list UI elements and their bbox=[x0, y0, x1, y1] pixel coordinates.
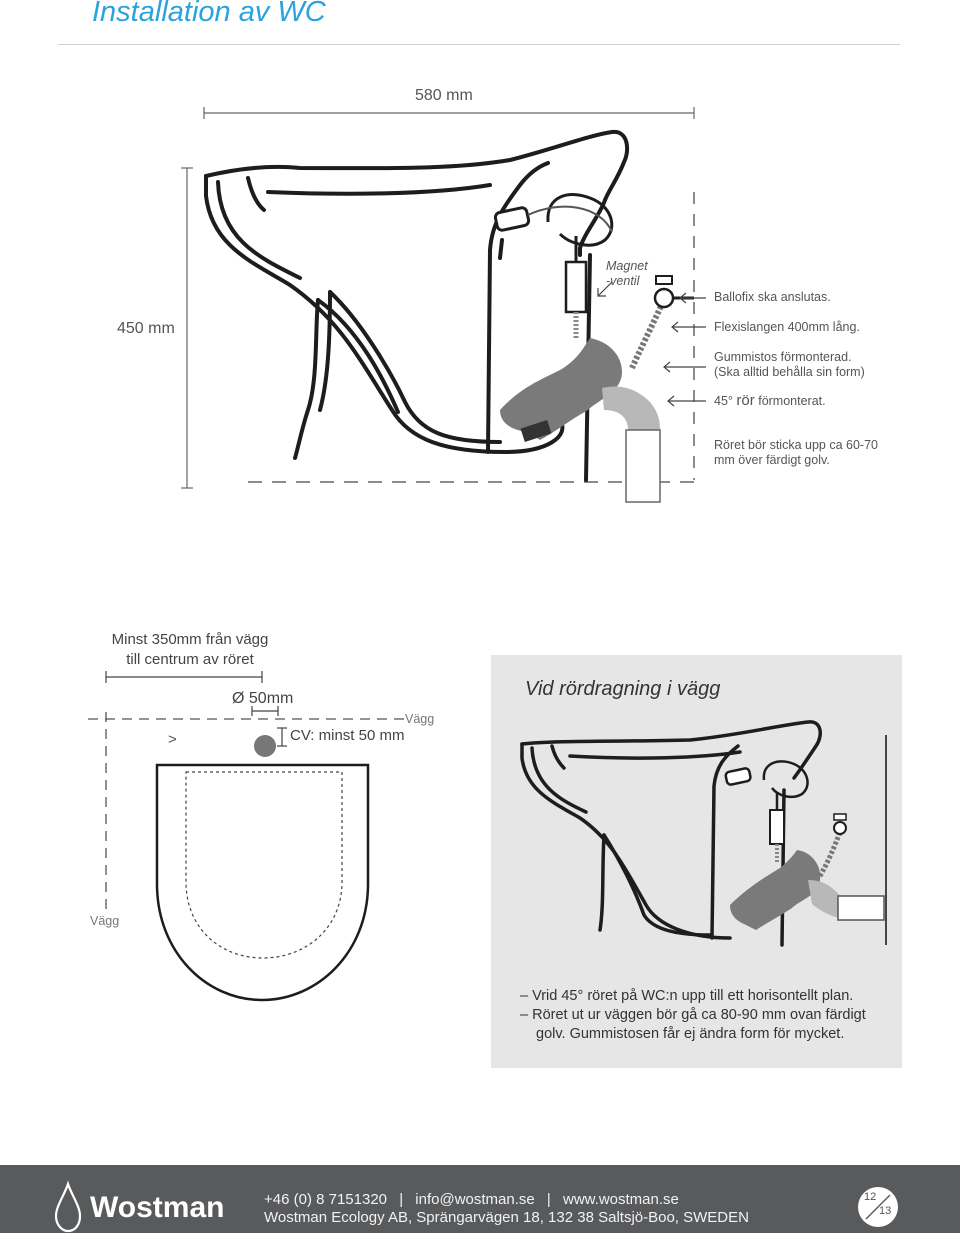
bowl-inner-outline bbox=[185, 771, 343, 959]
panel-flush-loop bbox=[762, 760, 809, 799]
panel-rubber-sleeve bbox=[730, 850, 821, 930]
bowl-outline bbox=[155, 763, 370, 1002]
plan-arrow-mark: > bbox=[168, 731, 177, 748]
magnet-valve-label: Magnet -ventil bbox=[606, 259, 648, 288]
floor-pipe bbox=[625, 429, 661, 503]
panel-ballofix bbox=[833, 821, 847, 835]
plan-wall-left-label: Vägg bbox=[90, 914, 120, 928]
callout-flexislang: Flexislangen 400mm lång. bbox=[714, 320, 860, 334]
height-dimension-line bbox=[181, 167, 193, 489]
panel-note-2: – Röret ut ur väggen bör gå ca 80-90 mm … bbox=[520, 1007, 866, 1023]
wall-install-panel bbox=[491, 655, 902, 1068]
callout-arrows bbox=[597, 281, 706, 407]
brand-logo-text: Wostman bbox=[90, 1191, 225, 1224]
panel-note-3: golv. Gummistosen får ej ändra form för … bbox=[536, 1026, 845, 1042]
panel-pipe bbox=[808, 880, 840, 918]
footer-bar bbox=[0, 1165, 960, 1233]
callout-ballofix: Ballofix ska anslutas. bbox=[714, 290, 831, 304]
pipe-45 bbox=[602, 386, 660, 430]
footer-phone[interactable]: +46 (0) 8 7151320 bbox=[264, 1191, 388, 1208]
width-dimension-label: 580 mm bbox=[415, 87, 473, 104]
footer-address: Wostman Ecology AB, Sprängarvägen 18, 13… bbox=[264, 1209, 749, 1226]
flush-hose-loop bbox=[546, 193, 614, 247]
plan-distance-label: Minst 350mm från vägg till centrum av rö… bbox=[111, 631, 269, 668]
height-dimension-label: 450 mm bbox=[117, 320, 175, 337]
callout-roret: Röret bör sticka upp ca 60-70 mm över fä… bbox=[714, 438, 878, 467]
panel-wall-pipe bbox=[837, 895, 885, 921]
footer-email[interactable]: info@wostman.se bbox=[415, 1191, 535, 1208]
callout-gummistos: Gummistos förmonterad. (Ska alltid behål… bbox=[714, 350, 865, 379]
plan-diameter-label: Ø 50mm bbox=[232, 690, 294, 707]
page-number-right: 13 bbox=[879, 1205, 892, 1217]
flexi-hose bbox=[629, 302, 665, 370]
panel-title: Vid rördragning i vägg bbox=[525, 678, 721, 700]
plan-cv-label: CV: minst 50 mm bbox=[290, 727, 405, 744]
header-divider bbox=[58, 44, 900, 45]
page-number-left: 12 bbox=[864, 1191, 877, 1203]
rubber-sleeve bbox=[500, 338, 622, 440]
panel-toilet-outline bbox=[520, 720, 822, 947]
plan-dimension-350 bbox=[105, 671, 287, 747]
pipe-circle bbox=[254, 735, 276, 757]
page-title: Installation av WC bbox=[92, 0, 326, 28]
hose-connector bbox=[493, 206, 531, 232]
plan-wall-top-label: Vägg bbox=[405, 712, 435, 726]
callout-ror: 45° rör förmonterat. bbox=[714, 392, 826, 409]
footer-contact-line: +46 (0) 8 7151320 | info@wostman.se | ww… bbox=[264, 1191, 679, 1208]
width-dimension-line bbox=[203, 107, 695, 119]
drop-icon bbox=[54, 1180, 82, 1233]
panel-note-1: – Vrid 45° röret på WC:n upp till ett ho… bbox=[520, 988, 854, 1004]
footer-web[interactable]: www.wostman.se bbox=[562, 1191, 679, 1208]
